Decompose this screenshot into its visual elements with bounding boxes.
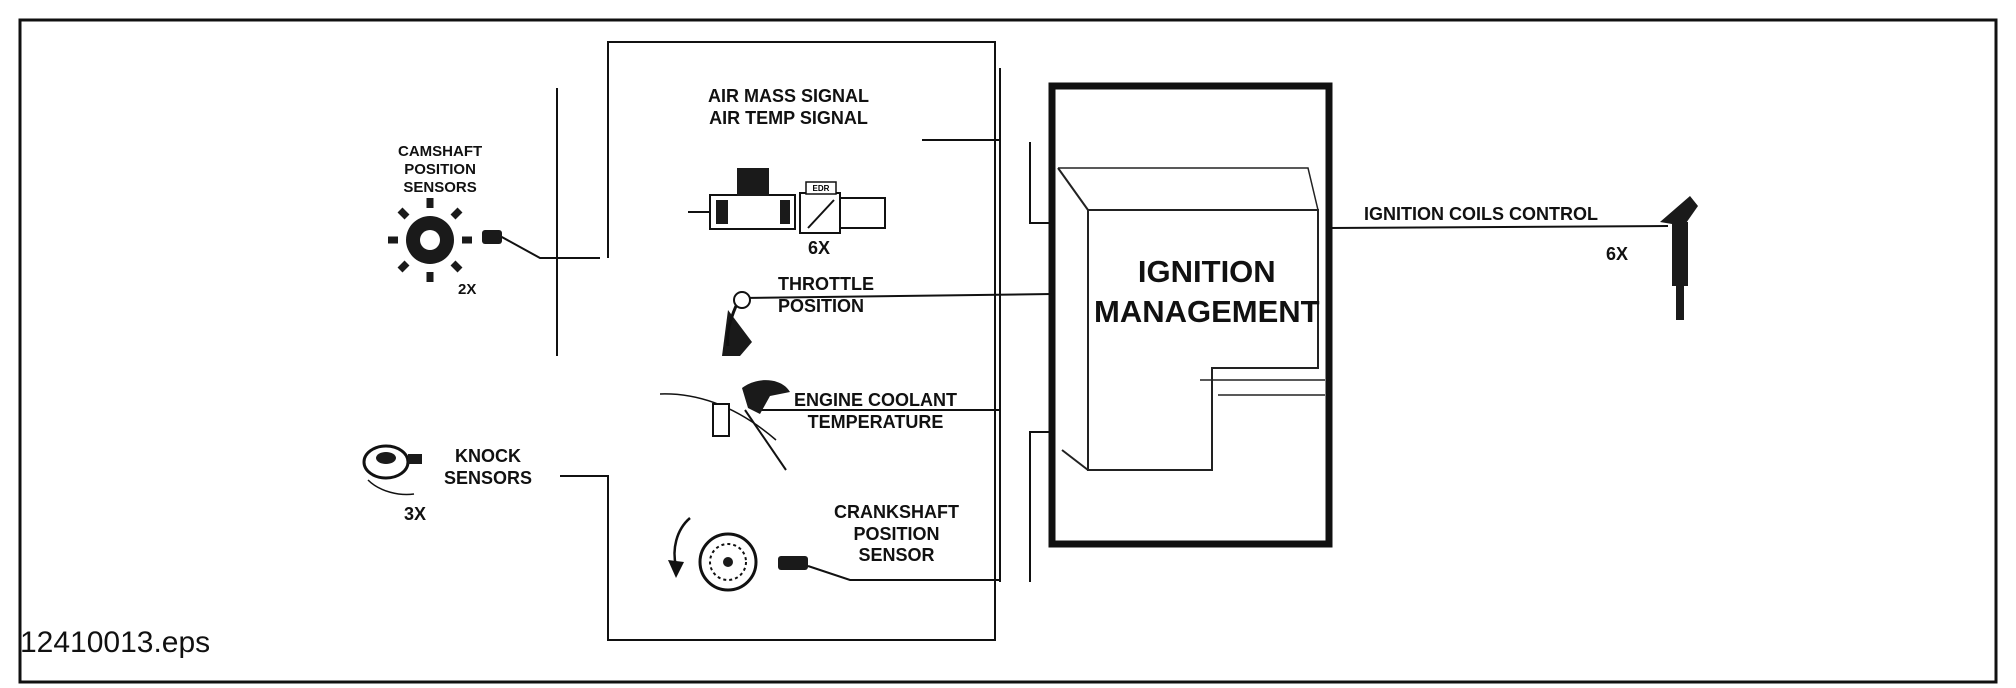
knock-label-line2: SENSORS — [444, 467, 533, 488]
camshaft-wire — [499, 235, 600, 259]
ignition-management-box — [1048, 82, 1333, 548]
air-mass-label-line2: AIR TEMP SIGNAL — [709, 107, 868, 128]
coolant-sensor-icon — [659, 380, 790, 471]
crankshaft-sensor-icon — [668, 517, 808, 592]
camshaft-count: 2X — [458, 281, 477, 298]
crankshaft-wire — [807, 565, 1000, 581]
throttle-sensor-icon — [722, 291, 752, 356]
file-name: 12410013.eps — [20, 626, 211, 659]
ignition-coils-label: IGNITION COILS CONTROL — [1364, 204, 1598, 224]
air-mass-meter-icon: EDR — [688, 168, 886, 234]
throttle-label-line2: POSITION — [778, 295, 865, 316]
throttle-label-line1: THROTTLE — [778, 274, 874, 294]
air-mass-count: 6X — [808, 238, 831, 258]
bus-link-bottom — [1029, 431, 1052, 582]
bevel-top-left — [1057, 167, 1089, 211]
camshaft-label-line2: POSITION — [404, 161, 476, 178]
air-mass-label: AIR MASS SIGNAL AIR TEMP SIGNAL — [708, 86, 869, 129]
knock-label: KNOCK SENSORS — [444, 446, 532, 489]
knock-count: 3X — [404, 504, 427, 524]
sensor-tag: EDR — [813, 184, 830, 193]
air-mass-label-line1: AIR MASS SIGNAL — [708, 86, 870, 106]
ignition-management-line1: IGNITION — [1137, 254, 1276, 289]
crankshaft-label-line3: SENSOR — [858, 545, 935, 566]
bus-link-top — [1029, 142, 1052, 224]
ignition-coils-count: 6X — [1606, 244, 1629, 264]
bevel-top — [1058, 167, 1319, 211]
ignition-coils-wire — [1328, 225, 1669, 229]
throttle-wire — [741, 293, 1053, 299]
management-inner-panel — [1087, 209, 1319, 471]
camshaft-label-line3: SENSORS — [403, 179, 477, 196]
camshaft-label: CAMSHAFT POSITION SENSORS — [398, 143, 482, 197]
knock-sensor-icon — [362, 444, 422, 496]
throttle-label: THROTTLE POSITION — [778, 274, 874, 317]
coolant-label-line2: TEMPERATURE — [807, 411, 944, 432]
ignition-management-line2: MANAGEMENT — [1094, 294, 1320, 330]
ignition-management-label: IGNITION MANAGEMENT — [1094, 252, 1320, 333]
coolant-label-line1: ENGINE COOLANT — [794, 390, 958, 410]
outer-frame — [18, 18, 1998, 684]
camshaft-label-line1: CAMSHAFT — [398, 143, 483, 160]
bevel-bottom-left — [1061, 449, 1089, 471]
coolant-label: ENGINE COOLANT TEMPERATURE — [794, 390, 957, 433]
knock-label-line1: KNOCK — [455, 446, 522, 466]
crankshaft-label-line2: POSITION — [853, 523, 940, 544]
camshaft-sensor-icon — [388, 198, 502, 282]
ignition-coil-icon — [1660, 196, 1698, 320]
crankshaft-label-line1: CRANKSHAFT — [834, 502, 959, 522]
input-bracket — [600, 41, 996, 641]
crankshaft-label: CRANKSHAFT POSITION SENSOR — [834, 502, 959, 567]
